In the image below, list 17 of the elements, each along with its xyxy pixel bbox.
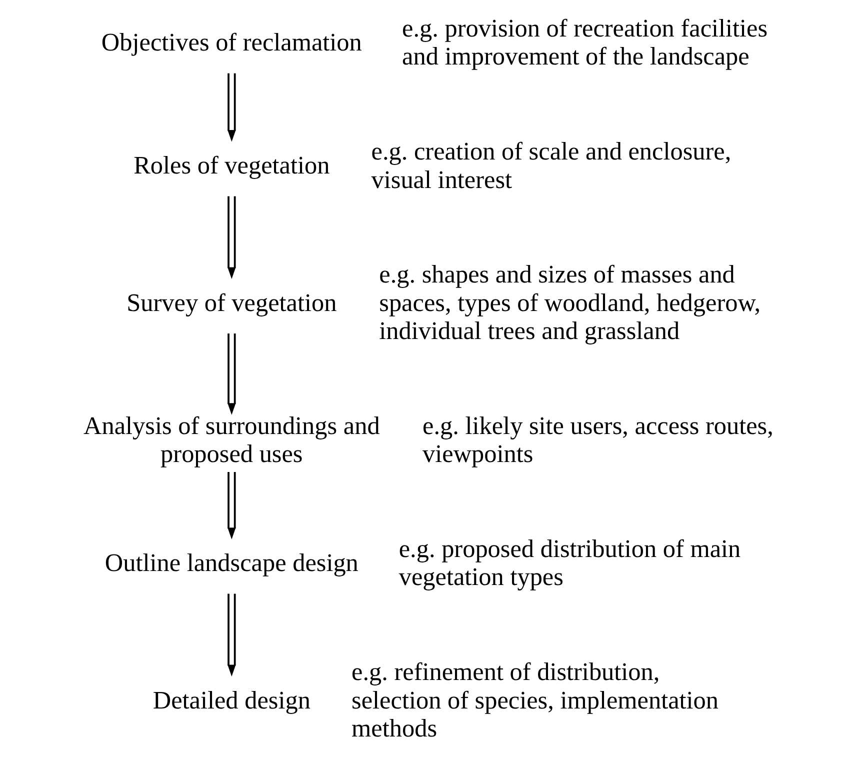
arrow	[227, 472, 236, 540]
node-text: Analysis of surroundings and proposed uses	[83, 412, 380, 468]
node-label: e.g. provision of recreation facilities and improvement of the landscape	[402, 15, 768, 71]
arrow	[227, 334, 236, 415]
node-label: e.g. refinement of distribution, selection of species, implementation methods	[351, 658, 718, 743]
node-label: e.g. likely site users, access routes, viewpoints	[422, 412, 773, 468]
arrow	[227, 73, 236, 142]
node-label: e.g. shapes and sizes of masses and spaces, types of woodland, hedgerow, individual trees and grassland	[378, 261, 760, 346]
node-text: Detailed design	[152, 687, 310, 714]
arrow	[227, 196, 236, 279]
node-text: Survey of vegetation	[126, 290, 336, 317]
node-text: Outline landscape design	[104, 550, 358, 578]
node-text: Objectives of reclamation	[100, 30, 362, 57]
node-label: e.g. proposed distribution of main vegetation types	[398, 536, 740, 592]
node-label: e.g. creation of scale and enclosure, visual interest	[370, 138, 731, 194]
node-text: Roles of vegetation	[133, 152, 330, 180]
arrow	[227, 594, 236, 676]
